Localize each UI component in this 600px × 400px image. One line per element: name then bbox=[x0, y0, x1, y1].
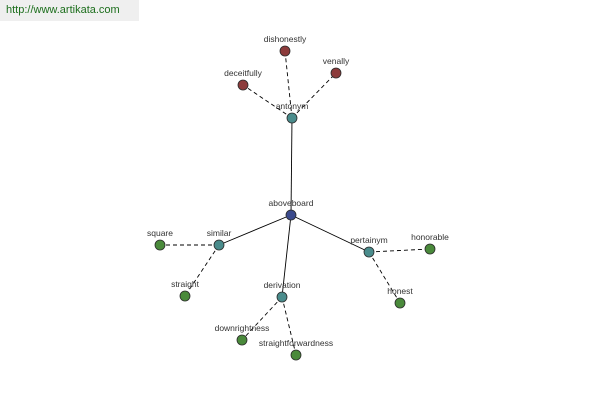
word-node-honorable-label: honorable bbox=[411, 232, 449, 242]
edge-root-antonym bbox=[290, 117, 293, 216]
edge-root-similar bbox=[218, 214, 292, 246]
relation-node-antonym-label: antonym bbox=[276, 101, 309, 111]
site-watermark: http://www.artikata.com bbox=[0, 0, 139, 21]
relation-node-similar[interactable]: similar bbox=[207, 228, 232, 251]
word-node-downrightness-dot[interactable] bbox=[236, 334, 248, 346]
relation-node-similar-dot[interactable] bbox=[213, 239, 225, 251]
word-node-square-dot[interactable] bbox=[154, 239, 166, 251]
relation-node-antonym-dot[interactable] bbox=[286, 112, 298, 124]
word-node-straightforwardness[interactable]: straightforwardness bbox=[259, 338, 333, 361]
relation-node-derivation[interactable]: derivation bbox=[264, 280, 301, 303]
word-node-downrightness-label: downrightness bbox=[215, 323, 270, 333]
word-node-deceitfully-dot[interactable] bbox=[237, 79, 249, 91]
word-node-venally-label: venally bbox=[323, 56, 350, 66]
word-node-venally-dot[interactable] bbox=[330, 67, 342, 79]
edge-pertainym-honorable bbox=[368, 248, 431, 253]
word-node-honest-dot[interactable] bbox=[394, 297, 406, 309]
edge-derivation-downrightness bbox=[241, 296, 283, 341]
word-node-straight-dot[interactable] bbox=[179, 290, 191, 302]
word-node-straight-label: straight bbox=[171, 279, 200, 289]
word-node-straightforwardness-dot[interactable] bbox=[290, 349, 302, 361]
edge-antonym-dishonestly bbox=[284, 50, 293, 119]
edge-root-derivation bbox=[281, 214, 292, 298]
word-node-honorable-dot[interactable] bbox=[424, 243, 436, 255]
word-node-venally[interactable]: venally bbox=[323, 56, 350, 79]
relation-node-derivation-dot[interactable] bbox=[276, 291, 288, 303]
edge-similar-straight bbox=[184, 244, 220, 297]
word-node-dishonestly[interactable]: dishonestly bbox=[264, 34, 307, 57]
edge-antonym-deceitfully bbox=[242, 84, 293, 119]
graph-nodes: dishonestly deceitfully venally antonym squa… bbox=[147, 34, 449, 361]
graph-edges bbox=[160, 50, 431, 356]
word-node-square-label: square bbox=[147, 228, 173, 238]
word-node-dishonestly-dot[interactable] bbox=[279, 45, 291, 57]
relation-node-pertainym[interactable]: pertainym bbox=[350, 235, 388, 258]
edge-pertainym-honest bbox=[368, 251, 401, 304]
edge-derivation-straightforwardness bbox=[281, 296, 297, 356]
word-node-downrightness[interactable]: downrightness bbox=[215, 323, 270, 346]
word-node-square[interactable]: square bbox=[147, 228, 173, 251]
word-node-straight[interactable]: straight bbox=[171, 279, 200, 302]
word-node-deceitfully[interactable]: deceitfully bbox=[224, 68, 263, 91]
word-node-dishonestly-label: dishonestly bbox=[264, 34, 307, 44]
word-node-honest-label: honest bbox=[387, 286, 413, 296]
root-node-aboveboard[interactable]: aboveboard bbox=[269, 198, 314, 221]
relation-node-similar-label: similar bbox=[207, 228, 232, 238]
root-node-aboveboard-label: aboveboard bbox=[269, 198, 314, 208]
word-node-honest[interactable]: honest bbox=[387, 286, 413, 309]
edge-root-pertainym bbox=[290, 214, 370, 253]
word-node-straightforwardness-label: straightforwardness bbox=[259, 338, 333, 348]
word-node-deceitfully-label: deceitfully bbox=[224, 68, 263, 78]
root-node-aboveboard-dot[interactable] bbox=[285, 209, 297, 221]
relation-node-derivation-label: derivation bbox=[264, 280, 301, 290]
edge-antonym-venally bbox=[291, 72, 337, 119]
relation-node-pertainym-dot[interactable] bbox=[363, 246, 375, 258]
relation-node-pertainym-label: pertainym bbox=[350, 235, 387, 245]
relation-node-antonym[interactable]: antonym bbox=[276, 101, 309, 124]
word-node-honorable[interactable]: honorable bbox=[411, 232, 449, 255]
